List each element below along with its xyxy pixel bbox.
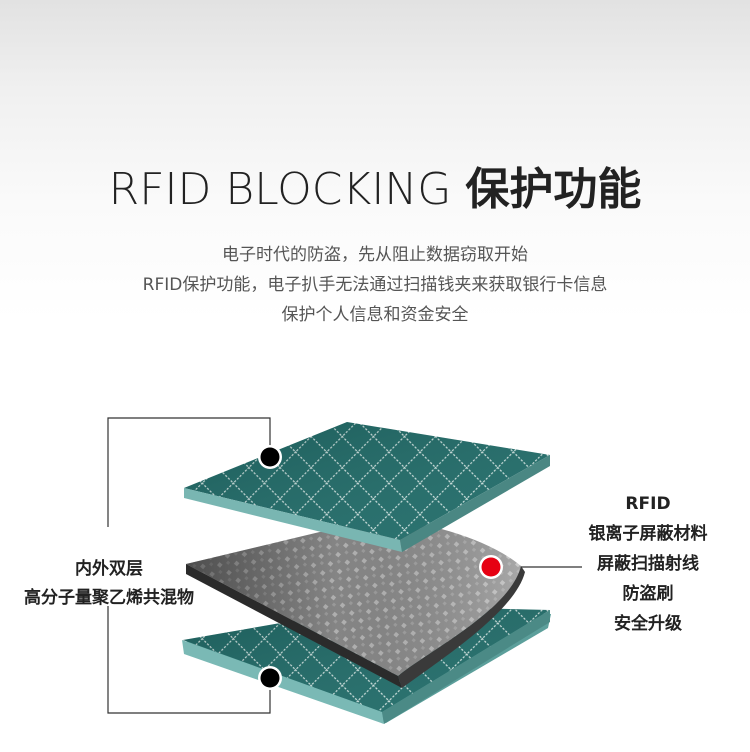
middle-silver-layer: [186, 518, 525, 688]
description-line-2: RFID保护功能，电子扒手无法通过扫描钱夹来获取银行卡信息: [142, 275, 608, 295]
marker-bottom: [258, 666, 282, 690]
right-callout-line-4: 防盗刷: [622, 584, 674, 604]
left-callout-line-1: 内外双层: [75, 559, 143, 579]
top-teal-layer: [184, 422, 550, 552]
right-callout-line-1: RFID: [625, 494, 671, 514]
marker-top: [258, 445, 282, 469]
title-chinese: 保护功能: [465, 164, 642, 215]
page-title: RFID BLOCKING 保护功能: [0, 160, 750, 220]
right-callout-line-2: 银离子屏蔽材料: [588, 524, 708, 544]
description-line-3: 保护个人信息和资金安全: [281, 305, 469, 325]
title-english: RFID BLOCKING: [108, 164, 452, 215]
marker-middle-red: [479, 555, 503, 579]
description-line-1: 电子时代的防盗，先从阻止数据窃取开始: [222, 245, 528, 265]
right-callout-line-3: 屏蔽扫描射线: [597, 554, 699, 574]
left-callout-line-2: 高分子量聚乙烯共混物: [24, 588, 194, 608]
right-callout-line-5: 安全升级: [614, 614, 682, 634]
left-callout-bracket: [107, 417, 271, 714]
